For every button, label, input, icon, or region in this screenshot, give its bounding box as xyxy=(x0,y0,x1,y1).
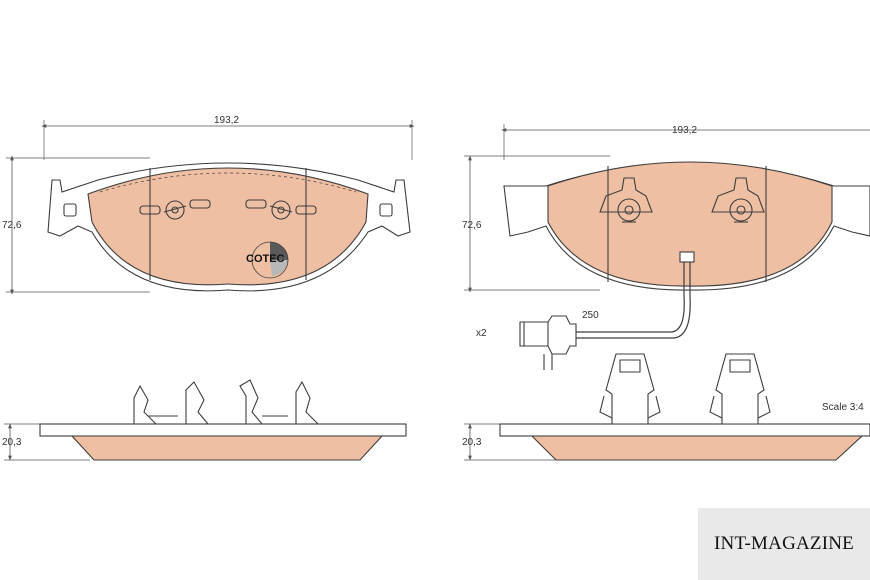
rear-clip-boss-left xyxy=(599,177,653,223)
scale-label: Scale 3:4 xyxy=(822,402,864,413)
rear-height-label: 72,6 xyxy=(462,220,482,231)
front-width-label: 193,2 xyxy=(214,115,239,126)
front-clip-boss-right xyxy=(245,199,317,220)
front-thickness-label: 20,3 xyxy=(2,437,22,448)
logo-text: COTEC xyxy=(246,253,285,265)
front-friction-material xyxy=(87,167,369,286)
wear-sensor xyxy=(519,251,695,370)
rear-pad-view xyxy=(464,124,870,461)
cotec-logo xyxy=(251,241,289,279)
watermark: INT-MAGAZINE xyxy=(698,508,870,580)
rear-width-label: 193,2 xyxy=(672,125,697,136)
quantity-label: x2 xyxy=(476,328,487,339)
rear-clip-boss-right xyxy=(711,177,765,223)
wire-length-label: 250 xyxy=(582,310,599,321)
front-side-view xyxy=(4,379,407,461)
rear-friction-material xyxy=(547,161,833,287)
rear-side-view xyxy=(464,353,870,461)
front-height-label: 72,6 xyxy=(2,220,22,231)
rear-thickness-label: 20,3 xyxy=(462,437,482,448)
watermark-text: INT-MAGAZINE xyxy=(714,533,854,554)
front-pad-view xyxy=(4,120,415,461)
front-clip-boss-left xyxy=(139,199,211,220)
